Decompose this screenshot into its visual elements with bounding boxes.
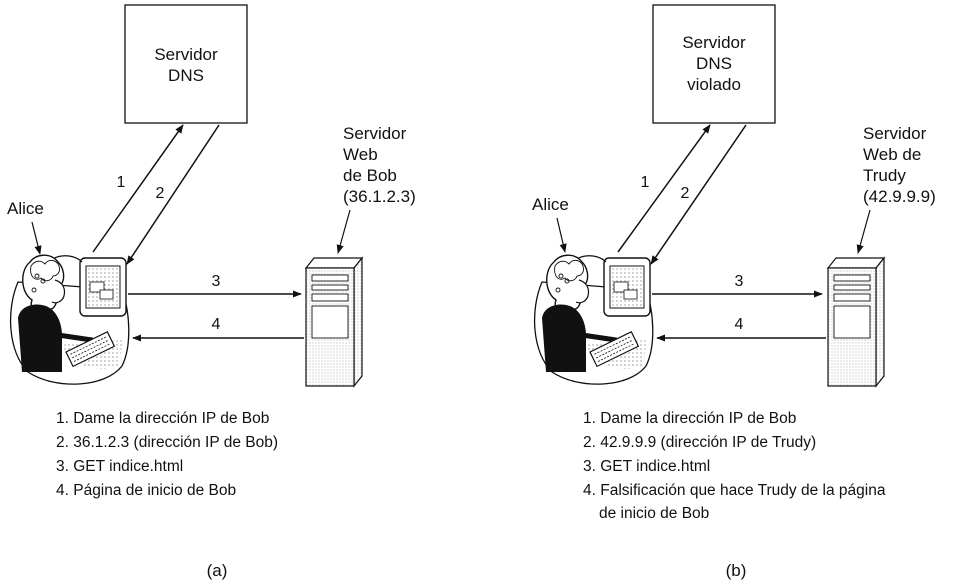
legend-item-1: 1. Dame la dirección IP de Bob [56, 410, 269, 427]
legend-item-4: 4. Falsificación que hace Trudy de la pá… [583, 482, 886, 499]
alice-label: Alice [532, 195, 569, 214]
panel-a: Servidor DNS 1 2 3 4 Alice [7, 4, 416, 580]
panel-b: Servidor DNS violado 1 2 3 4 Alice [532, 4, 936, 580]
arrow-2-label: 2 [681, 185, 690, 202]
legend-item-3: 3. GET indice.html [56, 458, 183, 475]
web-server-tower-icon [304, 256, 364, 388]
arrow-1-query [92, 124, 184, 253]
web-server-label-line-2: Web [343, 145, 378, 164]
arrow-3-label: 3 [212, 273, 221, 290]
alice-computer-icon [10, 254, 130, 385]
web-server-tower-icon [826, 256, 886, 388]
compromised-dns-server-box: Servidor DNS violado [652, 4, 776, 124]
legend-item-2: 2. 36.1.2.3 (dirección IP de Bob) [56, 434, 278, 451]
compromised-dns-label-line-3: violado [687, 75, 741, 94]
web-server-label-line-1: Servidor [863, 124, 927, 143]
web-server-pointer [856, 209, 871, 254]
compromised-dns-label-line-1: Servidor [682, 33, 746, 52]
panel-b-caption: (b) [726, 561, 747, 580]
legend-item-3: 3. GET indice.html [583, 458, 710, 475]
panel-a-caption: (a) [207, 561, 228, 580]
web-server-label-line-3: Trudy [863, 166, 906, 185]
arrow-3-label: 3 [735, 273, 744, 290]
arrow-2-reply [126, 124, 220, 265]
arrow-1-query [617, 124, 711, 253]
web-server-label-line-4: (42.9.9.9) [863, 187, 936, 206]
alice-pointer [556, 217, 567, 253]
arrow-4-label: 4 [212, 316, 221, 333]
compromised-dns-label-line-2: DNS [696, 54, 732, 73]
dns-server-label-line-2: DNS [168, 66, 204, 85]
arrow-2-reply [650, 124, 747, 265]
alice-label: Alice [7, 199, 44, 218]
legend-item-1: 1. Dame la dirección IP de Bob [583, 410, 796, 427]
alice-computer-icon [534, 254, 654, 385]
legend-item-2: 2. 42.9.9.9 (dirección IP de Trudy) [583, 434, 816, 451]
arrow-4-label: 4 [735, 316, 744, 333]
arrow-1-label: 1 [117, 174, 126, 191]
arrow-1-label: 1 [641, 174, 650, 191]
web-server-label-line-2: Web de [863, 145, 921, 164]
web-server-pointer [336, 209, 351, 254]
legend-item-4-continued: de inicio de Bob [599, 505, 709, 522]
alice-pointer [31, 221, 42, 255]
web-server-label-line-4: (36.1.2.3) [343, 187, 416, 206]
web-server-label-line-1: Servidor [343, 124, 407, 143]
dns-server-box: Servidor DNS [124, 4, 248, 124]
legend-item-4: 4. Página de inicio de Bob [56, 482, 236, 499]
arrow-2-label: 2 [156, 185, 165, 202]
web-server-label-line-3: de Bob [343, 166, 397, 185]
dns-server-label-line-1: Servidor [154, 45, 218, 64]
